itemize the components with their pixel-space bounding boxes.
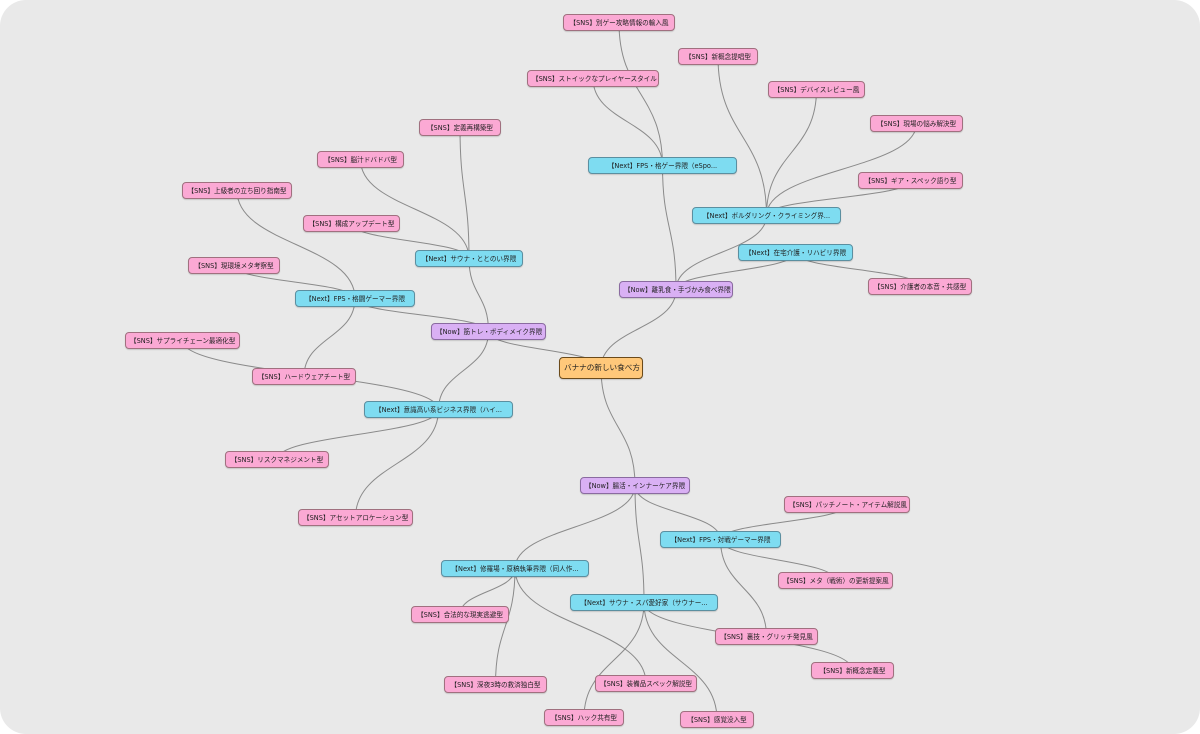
node-now-gut[interactable]: 【Now】腸活・インナーケア界隈	[580, 477, 690, 494]
edge-next-shura-s22	[495, 568, 516, 685]
node-next-sauna-spa[interactable]: 【Next】サウナ・スパ愛好家（サウナー...	[570, 594, 718, 611]
edge-now-muscle-next-biz	[438, 331, 489, 410]
node-sns[interactable]: 【SNS】リスクマネジメント型	[225, 451, 329, 468]
node-sns[interactable]: 【SNS】深夜3時の救済独白型	[444, 676, 547, 693]
node-next-fps-versus[interactable]: 【Next】FPS・対戦ゲーマー界隈	[660, 531, 781, 548]
node-sns[interactable]: 【SNS】感覚没入型	[680, 711, 754, 728]
node-next-manuscript[interactable]: 【Next】修羅場・原稿執筆界隈（同人作...	[441, 560, 589, 577]
node-sns[interactable]: 【SNS】アセットアロケーション型	[298, 509, 413, 526]
node-sns[interactable]: 【SNS】ギア・スペック語り型	[858, 172, 963, 189]
edge-root-now-gut	[600, 367, 636, 486]
node-sns[interactable]: 【SNS】上級者の立ち回り指南型	[182, 182, 292, 199]
edge-next-sauna-s5	[459, 127, 470, 259]
node-root[interactable]: バナナの新しい食べ方	[559, 357, 643, 379]
edge-next-sauna2-s24	[583, 602, 645, 718]
node-next-sauna[interactable]: 【Next】サウナ・ととのい界隈	[415, 250, 523, 267]
edge-next-bouldering-s6	[766, 123, 917, 216]
node-sns[interactable]: 【SNS】裏技・グリッチ発見風	[715, 628, 818, 645]
edge-next-bouldering-s4	[766, 89, 817, 216]
node-sns[interactable]: 【SNS】別ゲー攻略情報の輸入風	[563, 14, 675, 31]
node-sns[interactable]: 【SNS】構成アップデート型	[303, 215, 400, 232]
node-sns[interactable]: 【SNS】装備品スペック解説型	[595, 675, 697, 692]
edge-next-sauna2-s25	[643, 602, 718, 720]
edge-next-shura-s23	[514, 568, 647, 684]
node-sns[interactable]: 【SNS】介護者の本音・共感型	[868, 278, 972, 295]
node-next-fps-esports[interactable]: 【Next】FPS・格ゲー界隈（eSpo...	[588, 157, 737, 174]
node-sns[interactable]: 【SNS】ハードウェアチート型	[252, 368, 356, 385]
node-sns[interactable]: 【SNS】現環境メタ考察型	[188, 257, 280, 274]
node-sns[interactable]: 【SNS】ストイックなプレイヤースタイル	[527, 70, 659, 87]
node-sns[interactable]: 【SNS】デバイスレビュー風	[768, 81, 865, 98]
node-sns[interactable]: 【SNS】合法的な現実逃避型	[411, 606, 509, 623]
edge-now-gut-next-shura	[514, 485, 636, 569]
node-sns[interactable]: 【SNS】パッチノート・アイテム解説風	[784, 496, 910, 513]
edge-now-muscle-next-sauna	[468, 258, 489, 332]
node-sns[interactable]: 【SNS】定義再構築型	[419, 119, 501, 136]
node-next-business[interactable]: 【Next】意識高い系ビジネス界隈（ハイ...	[364, 401, 513, 418]
edge-next-fps-esports-s1	[618, 22, 663, 166]
node-now-muscle[interactable]: 【Now】筋トレ・ボディメイク界隈	[431, 323, 546, 340]
edge-root-now-baby	[600, 289, 677, 369]
edge-next-fps1-s9	[236, 190, 356, 299]
node-next-care[interactable]: 【Next】在宅介護・リハビリ界隈	[738, 244, 853, 261]
edge-now-baby-next-fps-esports	[662, 165, 677, 290]
node-sns[interactable]: 【SNS】脳汁ドバドバ型	[317, 151, 404, 168]
node-next-bouldering[interactable]: 【Next】ボルダリング・クライミング界...	[692, 207, 841, 224]
node-now-baby[interactable]: 【Now】離乳食・手づかみ食べ界隈	[619, 281, 733, 298]
node-sns[interactable]: 【SNS】現場の悩み解決型	[870, 115, 963, 132]
node-next-fps-fighting[interactable]: 【Next】FPS・格闘ゲーマー界隈	[295, 290, 415, 307]
node-sns[interactable]: 【SNS】新概念提唱型	[678, 48, 758, 65]
edge-next-bouldering-s2	[717, 56, 767, 216]
node-sns[interactable]: 【SNS】メタ（戦術）の更新提案風	[778, 572, 893, 589]
edge-next-sauna-s7	[360, 159, 470, 259]
edge-next-fps2-s20	[720, 539, 767, 637]
edge-next-fps-esports-s3	[592, 78, 663, 166]
edge-now-baby-next-bouldering	[675, 215, 767, 290]
node-sns[interactable]: 【SNS】サプライチェーン最適化型	[125, 332, 240, 349]
edge-now-gut-next-sauna2	[634, 485, 645, 603]
node-sns[interactable]: 【SNS】新概念定義型	[811, 662, 894, 679]
node-sns[interactable]: 【SNS】ハック共有型	[544, 709, 624, 726]
edge-next-fps1-s14	[303, 298, 356, 377]
edge-next-biz-s17	[355, 409, 439, 518]
